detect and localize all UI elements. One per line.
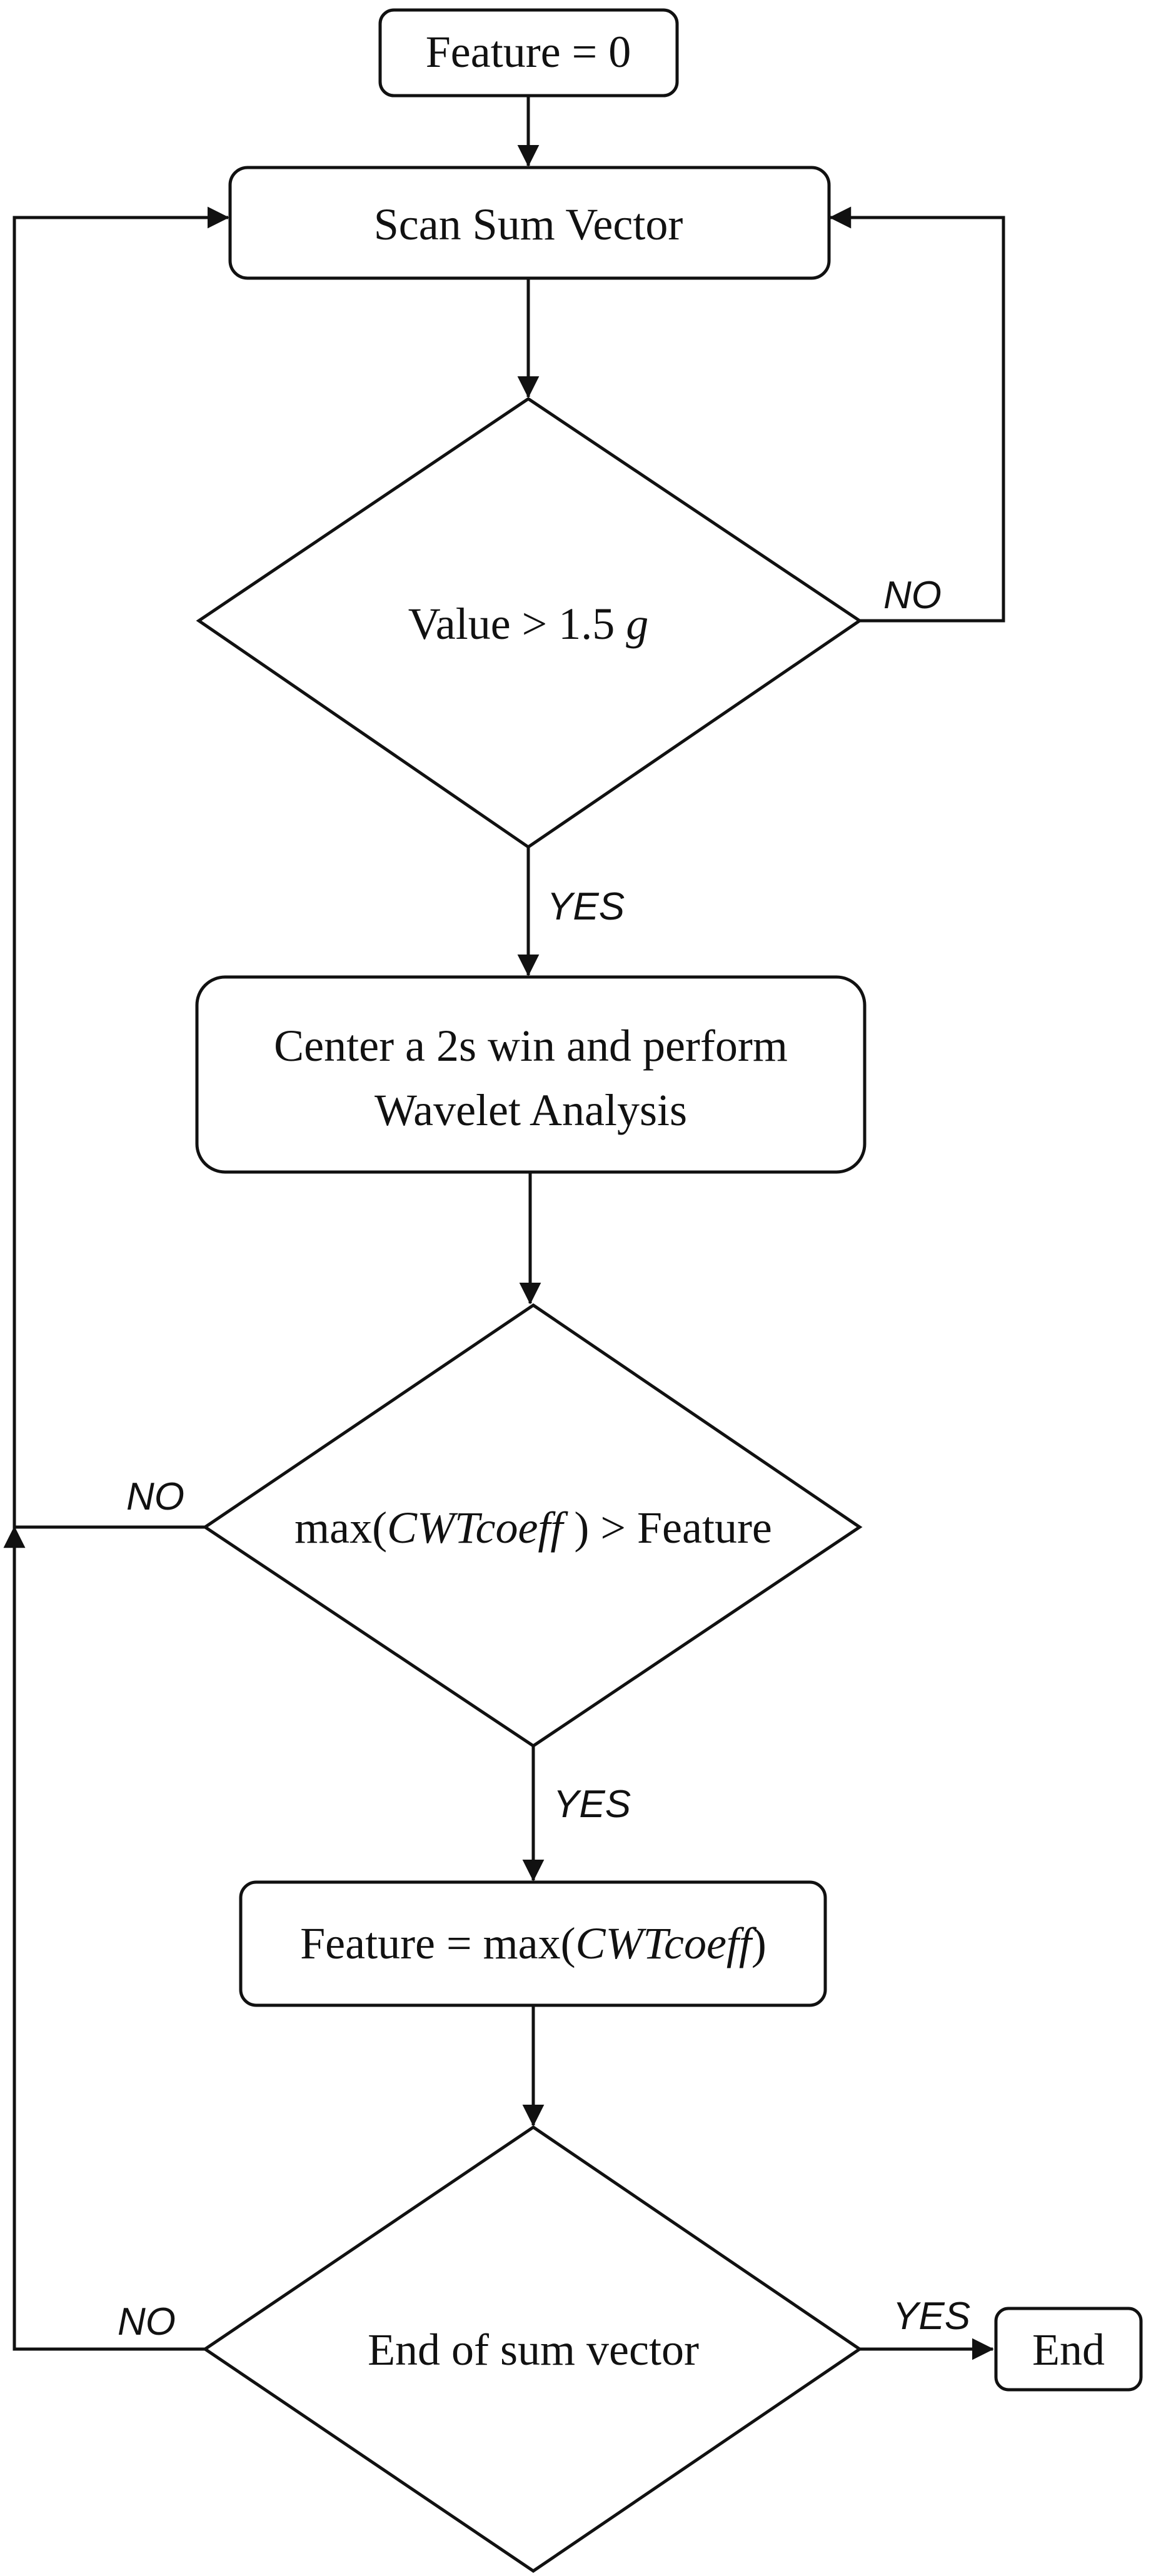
decision2-node: max(CWTcoeff ) > Feature: [202, 1303, 863, 1748]
start-node: Feature = 0: [378, 8, 679, 98]
decision1-no-label: NO: [883, 574, 942, 617]
decision2-yes-label: YES: [553, 1783, 631, 1826]
scan-node: Scan Sum Vector: [228, 166, 831, 280]
edge-decision3-no-loop: [3, 1526, 205, 2351]
wavelet-line2: Wavelet Analysis: [374, 1085, 687, 1135]
end-node: End: [994, 2307, 1143, 2392]
decision3-no-label: NO: [118, 2300, 176, 2343]
connectors: [3, 96, 1005, 2360]
wavelet-line1: Center a 2s win and perform: [274, 1021, 788, 1071]
start-node-label: Feature = 0: [426, 27, 631, 77]
end-node-label: End: [1032, 2325, 1105, 2375]
decision2-no-label: NO: [126, 1475, 184, 1518]
decision3-yes-label: YES: [893, 2295, 970, 2338]
wavelet-node: Center a 2s win and perform Wavelet Anal…: [195, 975, 867, 1174]
decision2-label: max(CWTcoeff ) > Feature: [294, 1503, 772, 1553]
decision3-node: End of sum vector: [202, 2125, 863, 2573]
edge-decision2-no-loop: [13, 206, 229, 1529]
edge-labels: NO YES NO YES NO YES: [118, 574, 970, 2343]
decision1-yes-label: YES: [547, 885, 625, 928]
scan-node-label: Scan Sum Vector: [374, 199, 683, 249]
update-node: Feature = max(CWTcoeff): [239, 1880, 827, 2007]
decision1-label: Value > 1.5 g: [408, 599, 649, 649]
decision3-label: End of sum vector: [368, 2325, 699, 2375]
update-node-label: Feature = max(CWTcoeff): [300, 1918, 766, 1968]
edge-decision1-no-loop: [829, 206, 1005, 623]
decision1-node: Value > 1.5 g: [196, 396, 863, 849]
